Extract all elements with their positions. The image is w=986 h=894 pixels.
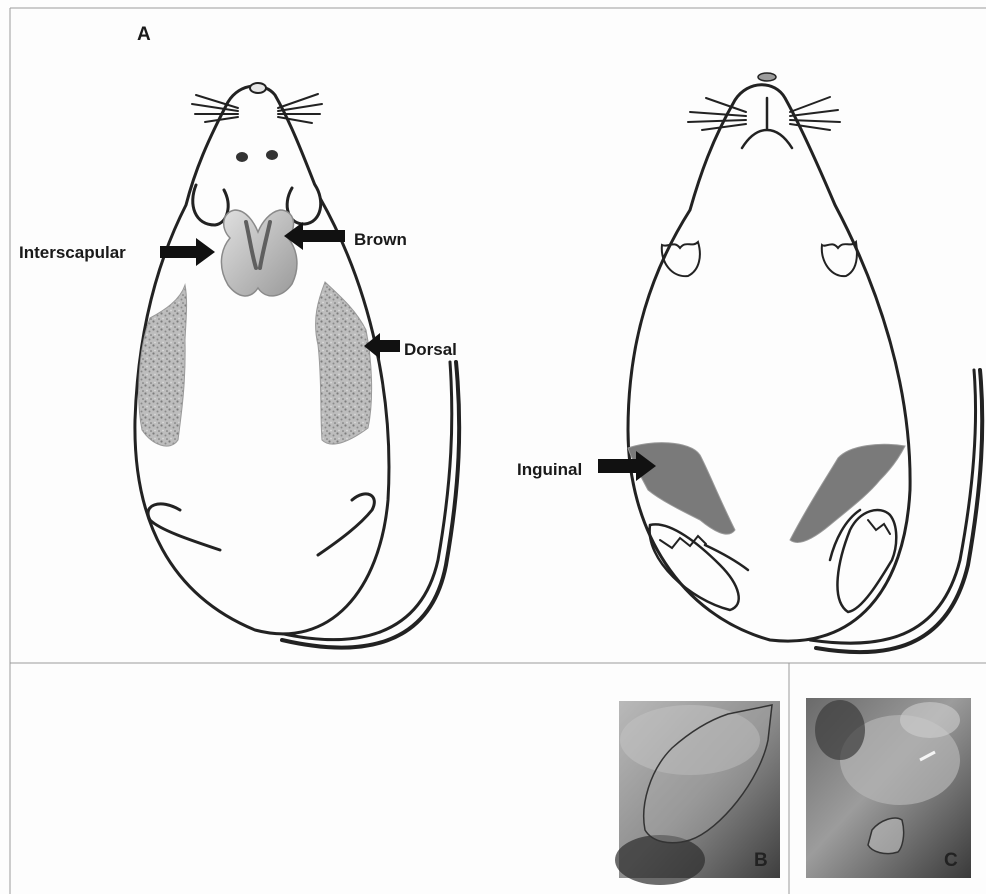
dorsal-rat-ear-left <box>193 185 228 225</box>
ventral-rat-nose <box>758 73 776 81</box>
photo-b: B <box>615 701 780 885</box>
ventral-rat <box>628 73 982 652</box>
panel-letter-a: A <box>137 24 151 45</box>
ventral-rat-body <box>628 85 910 641</box>
label-inguinal: Inguinal <box>517 460 582 479</box>
dorsal-rat-nose <box>250 83 266 93</box>
dorsal-rat-eye-left <box>236 152 248 162</box>
panel-letter-c: C <box>944 850 958 871</box>
label-brown: Brown <box>354 230 407 249</box>
dorsal-rat-eye-right <box>266 150 278 160</box>
panel-letter-b: B <box>754 850 768 871</box>
photo-c: C <box>806 698 971 878</box>
label-interscapular: Interscapular <box>19 243 126 262</box>
label-dorsal: Dorsal <box>404 340 457 359</box>
